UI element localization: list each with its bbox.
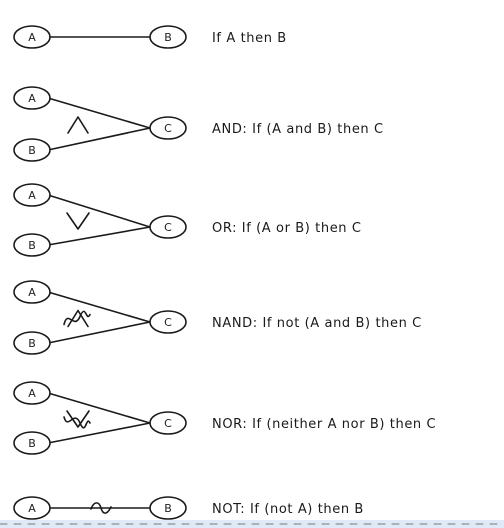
rule-label: NAND: If not (A and B) then C: [212, 316, 422, 331]
node-b: B: [149, 25, 187, 49]
rule-row-nor: A B C NOR: If (neither A nor B) then C: [13, 381, 436, 455]
node-b: B: [13, 331, 51, 355]
node-a: A: [13, 183, 51, 207]
node-a-label: A: [28, 31, 36, 44]
edge-a-to-c: [47, 97, 151, 129]
node-a-circle: [13, 496, 51, 520]
node-b-circle: [13, 431, 51, 455]
node-a-label: A: [28, 502, 36, 515]
node-b: B: [13, 431, 51, 455]
node-c-label: C: [164, 316, 172, 329]
node-a-label: A: [28, 286, 36, 299]
rule-row-nand: A B C NAND: If not (A and B) then C: [13, 280, 422, 355]
node-a-label: A: [28, 189, 36, 202]
node-c: C: [149, 310, 187, 334]
rule-row-implication: A B If A then B: [13, 25, 287, 49]
rule-label: NOR: If (neither A nor B) then C: [212, 417, 436, 432]
node-b-label: B: [28, 437, 36, 450]
node-b-circle: [13, 331, 51, 355]
node-a-circle: [13, 25, 51, 49]
node-a: A: [13, 381, 51, 405]
node-a: A: [13, 25, 51, 49]
edge-a-to-c: [47, 392, 151, 424]
node-b-label: B: [28, 144, 36, 157]
rule-row-not: A B NOT: If (not A) then B: [13, 496, 364, 520]
node-a: A: [13, 86, 51, 110]
and-symbol: [67, 116, 89, 134]
node-b: B: [149, 496, 187, 520]
node-c-circle: [149, 116, 187, 140]
node-c-label: C: [164, 221, 172, 234]
edge-b-to-c: [47, 422, 151, 444]
node-a: A: [13, 280, 51, 304]
rule-label: AND: If (A and B) then C: [212, 122, 384, 137]
edge-b-to-c: [47, 127, 151, 151]
node-c-label: C: [164, 122, 172, 135]
nor-symbol: [66, 410, 90, 428]
node-b-label: B: [164, 31, 172, 44]
nand-negation-squiggle: [63, 310, 91, 326]
node-c-label: C: [164, 417, 172, 430]
node-b-circle: [13, 233, 51, 257]
edge-a-to-c: [47, 291, 151, 323]
node-c: C: [149, 411, 187, 435]
not-squiggle-symbol: [90, 502, 112, 514]
node-b-circle: [149, 25, 187, 49]
node-b-label: B: [164, 502, 172, 515]
node-b: B: [13, 138, 51, 162]
node-a-label: A: [28, 92, 36, 105]
nor-negation-squiggle: [63, 416, 91, 429]
node-a-circle: [13, 86, 51, 110]
rule-label: OR: If (A or B) then C: [212, 221, 362, 236]
node-a-circle: [13, 280, 51, 304]
node-b-circle: [13, 138, 51, 162]
nand-symbol: [67, 309, 89, 328]
node-a: A: [13, 496, 51, 520]
node-c-circle: [149, 411, 187, 435]
rule-label: NOT: If (not A) then B: [212, 502, 364, 517]
or-symbol: [66, 212, 90, 230]
node-c: C: [149, 215, 187, 239]
node-a-circle: [13, 183, 51, 207]
node-b-label: B: [28, 239, 36, 252]
node-c-circle: [149, 310, 187, 334]
node-a-label: A: [28, 387, 36, 400]
node-a-circle: [13, 381, 51, 405]
rule-label: If A then B: [212, 31, 287, 46]
node-c: C: [149, 116, 187, 140]
node-b: B: [13, 233, 51, 257]
edge-b-to-c: [47, 321, 151, 344]
node-b-circle: [149, 496, 187, 520]
rule-row-or: A B C OR: If (A or B) then C: [13, 183, 362, 257]
edge-a-to-c: [47, 194, 151, 228]
rule-row-and: A B C AND: If (A and B) then C: [13, 86, 384, 162]
edge-b-to-c: [47, 226, 151, 246]
node-c-circle: [149, 215, 187, 239]
node-b-label: B: [28, 337, 36, 350]
